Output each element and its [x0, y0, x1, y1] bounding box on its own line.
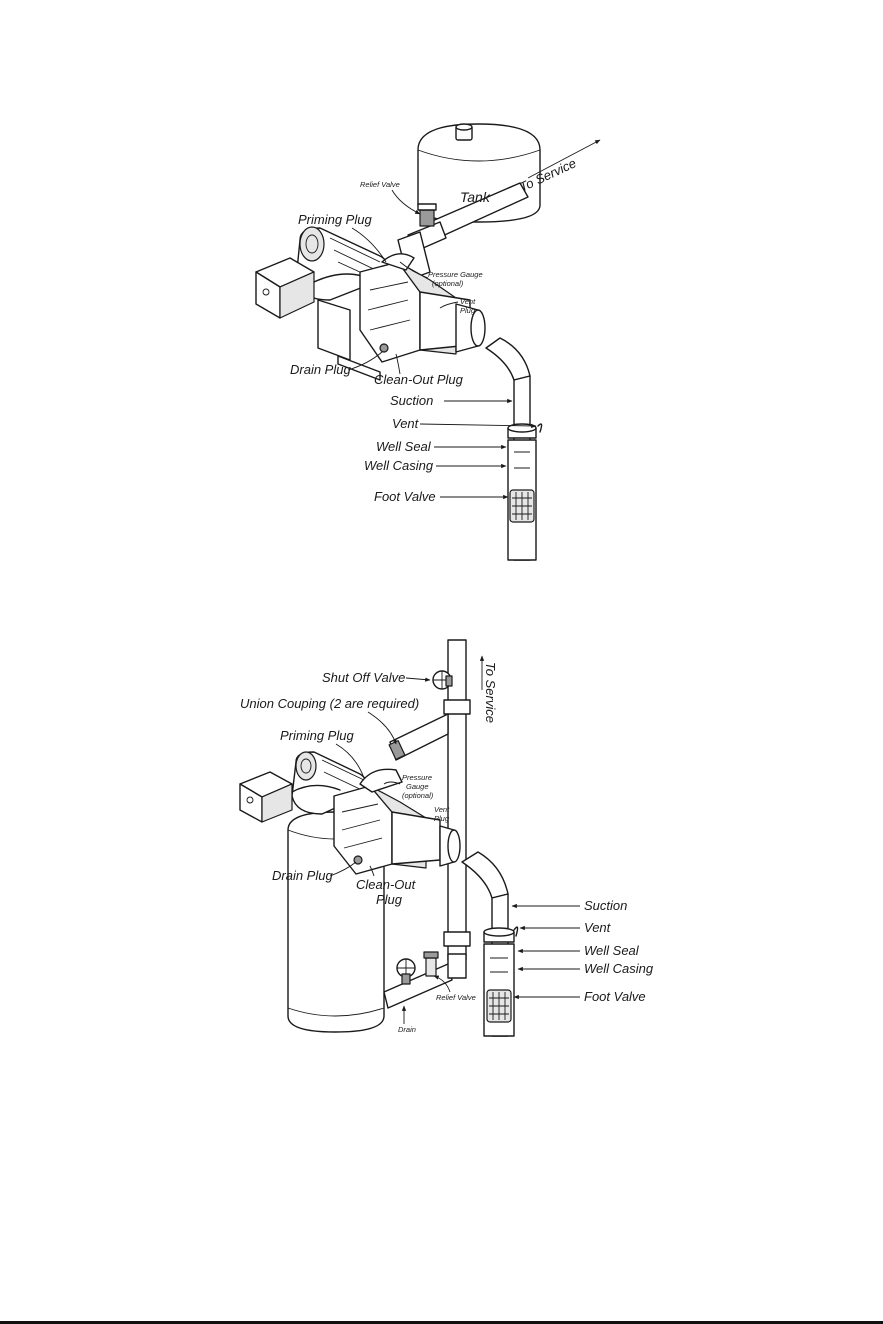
drain-plug-label: Drain Plug	[290, 362, 351, 377]
shut-off-valve-top	[432, 670, 453, 690]
relief-valve-label: Relief Valve	[360, 180, 400, 189]
foot-valve-bottom	[486, 989, 512, 1023]
foot-valve-label-bottom: Foot Valve	[584, 989, 646, 1004]
to-service-arrow	[527, 139, 601, 179]
pressure-switch	[255, 257, 363, 319]
drain-label: Drain	[398, 1025, 416, 1034]
pressure-gauge-optional-label-bottom: (optional)	[402, 791, 434, 800]
vent-plug-label-bottom: Vent	[434, 805, 450, 814]
top-diagram: Tank To Service Relief Valve Priming Plu…	[255, 123, 601, 561]
vent-label-bottom: Vent	[584, 920, 612, 935]
suction-label-bottom: Suction	[584, 898, 627, 913]
to-service-label-bottom: To Service	[483, 662, 498, 723]
tank-outlet-assembly	[383, 951, 467, 1009]
page-bottom-rule	[0, 1321, 883, 1324]
pressure-gauge-label-bottom-line2: Gauge	[406, 782, 429, 791]
clean-out-plug-label: Clean-Out Plug	[374, 372, 464, 387]
bottom-diagram: Shut Off Valve Union Couping (2 are requ…	[239, 639, 654, 1037]
vent-plug-label-bottom-line2: Plug	[434, 814, 450, 823]
well-casing-label-bottom: Well Casing	[584, 961, 654, 976]
shut-off-valve-label: Shut Off Valve	[322, 670, 405, 685]
clean-out-label-bottom: Clean-Out	[356, 877, 417, 892]
pressure-gauge-label: Pressure Gauge	[428, 270, 483, 279]
priming-plug-label: Priming Plug	[298, 212, 372, 227]
suction-pipe	[485, 337, 543, 561]
relief-valve-label-bottom: Relief Valve	[436, 993, 476, 1002]
foot-valve	[509, 489, 535, 523]
priming-plug-bottom	[359, 768, 403, 793]
vent-plug-label-line2: Plug	[460, 306, 476, 315]
tank-label: Tank	[460, 189, 491, 205]
priming-plug	[381, 253, 415, 271]
foot-valve-label: Foot Valve	[374, 489, 436, 504]
pressure-switch-bottom	[239, 771, 341, 823]
suction-label: Suction	[390, 393, 433, 408]
priming-plug-label-bottom: Priming Plug	[280, 728, 354, 743]
pressure-gauge-label-bottom: Pressure	[402, 773, 432, 782]
clean-out-plug-label-bottom: Plug	[376, 892, 403, 907]
well-seal-label: Well Seal	[376, 439, 432, 454]
pressure-gauge-optional-label: (optional)	[432, 279, 464, 288]
drain-plug-label-bottom: Drain Plug	[272, 868, 333, 883]
discharge-pipe	[397, 182, 529, 281]
vent-plug-label: Vent	[460, 297, 476, 306]
well-casing-label: Well Casing	[364, 458, 434, 473]
pump-base	[317, 299, 381, 381]
well-seal-label-bottom: Well Seal	[584, 943, 640, 958]
vent-label: Vent	[392, 416, 420, 431]
service-riser-pipe	[443, 639, 471, 961]
union-coupling-label: Union Couping (2 are required)	[240, 696, 419, 711]
